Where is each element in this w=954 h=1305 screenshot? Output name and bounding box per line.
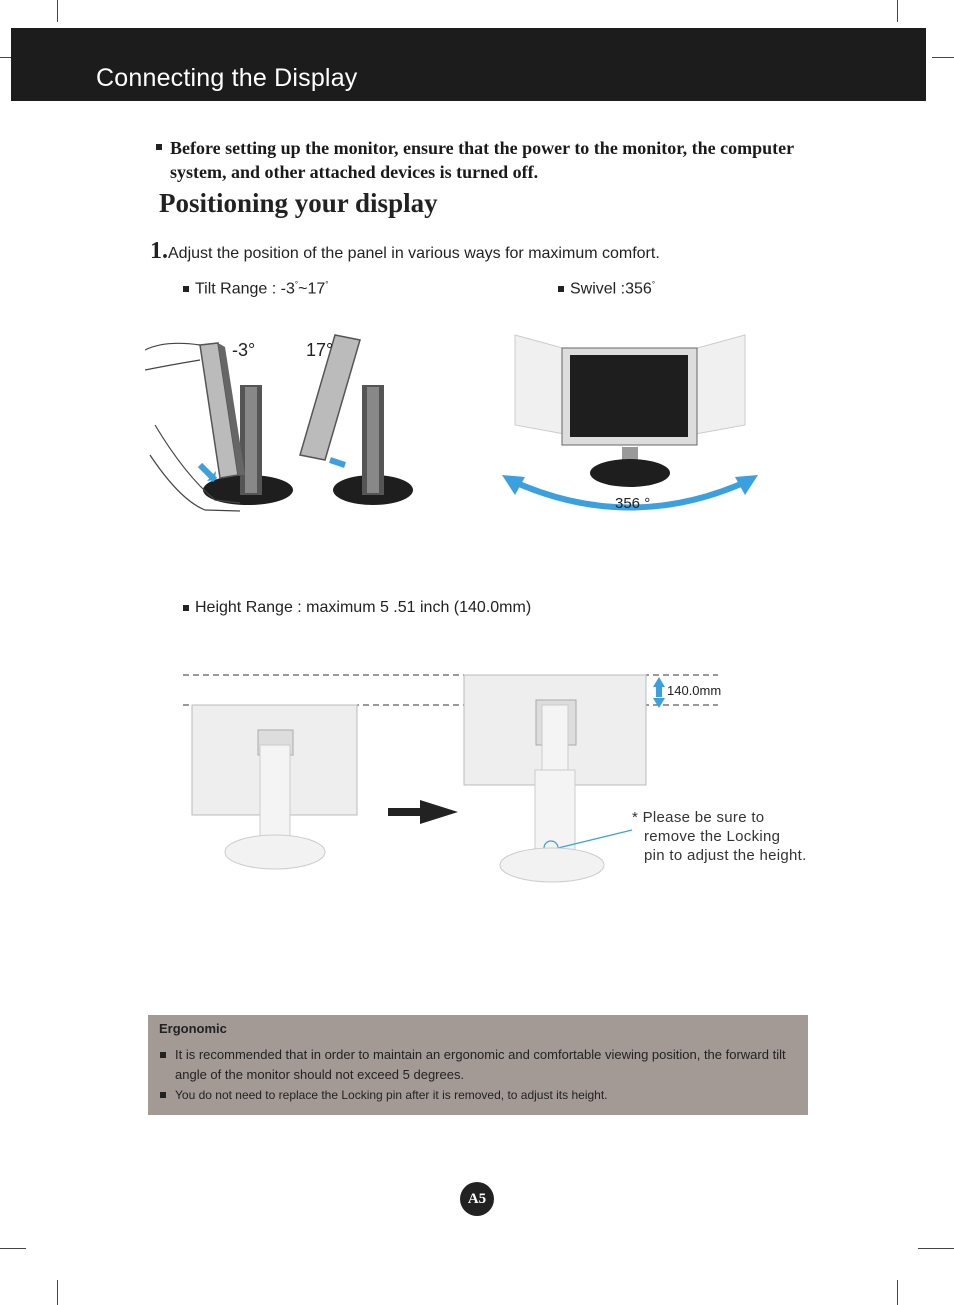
bullet-icon xyxy=(156,144,162,150)
tilt-range-label: Tilt Range : -3 xyxy=(195,280,295,298)
step-1: 1.Adjust the position of the panel in va… xyxy=(150,238,660,265)
arrow-icon xyxy=(502,475,525,495)
arrow-icon xyxy=(735,475,758,495)
bullet-icon xyxy=(160,1052,166,1058)
crop-mark xyxy=(897,0,898,22)
stand-base xyxy=(590,459,670,487)
height-range-label: Height Range : maximum 5 .51 inch (140.0… xyxy=(195,599,532,616)
ghost-panel-right xyxy=(689,334,746,436)
locking-pin-note: * Please be sure to remove the Locking p… xyxy=(632,809,807,864)
step-number: 1. xyxy=(150,238,168,264)
header-bar xyxy=(11,28,926,101)
tilt-right-label: 17° xyxy=(306,340,334,360)
stand-base xyxy=(499,847,605,883)
height-measure-label: 140.0mm xyxy=(667,683,722,698)
swivel-illustration xyxy=(502,334,758,511)
stand-neck xyxy=(259,744,291,851)
height-illustration xyxy=(183,674,718,883)
crop-mark xyxy=(0,1248,26,1249)
crop-mark xyxy=(918,1248,954,1249)
height-range: Height Range : maximum 5 .51 inch (140.0… xyxy=(183,599,531,617)
measure-arrow-icon xyxy=(653,698,665,708)
bullet-icon xyxy=(183,286,189,293)
swivel-label: 356 ° xyxy=(615,495,651,512)
ergonomic-title: Ergonomic xyxy=(159,1021,227,1036)
arrow-icon xyxy=(420,800,458,824)
step-text: Adjust the position of the panel in vari… xyxy=(168,245,660,262)
bullet-icon xyxy=(183,604,189,611)
page-number: A5 xyxy=(460,1182,494,1216)
tilt-range: Tilt Range : -3°~17° xyxy=(183,280,328,298)
bullet-icon xyxy=(160,1092,166,1098)
crop-mark xyxy=(57,0,58,22)
tilt-left-label: -3° xyxy=(232,340,256,360)
swivel-range-label: Swivel :356 xyxy=(570,280,652,298)
monitor-screen xyxy=(570,355,688,437)
power-warning: Before setting up the monitor, ensure th… xyxy=(150,136,830,184)
bullet-icon xyxy=(558,286,564,293)
crop-mark xyxy=(932,57,954,58)
section-title: Positioning your display xyxy=(159,188,438,218)
ergonomic-item: You do not need to replace the Locking p… xyxy=(160,1085,800,1105)
ergonomic-item: It is recommended that in order to maint… xyxy=(160,1045,800,1085)
stand-base xyxy=(224,834,326,870)
crop-mark xyxy=(897,1280,898,1305)
tilt-range-mid: ~17 xyxy=(298,280,326,298)
page-title: Connecting the Display xyxy=(96,64,358,92)
tilt-illustration xyxy=(145,334,413,512)
swivel-range: Swivel :356° xyxy=(558,280,655,298)
crop-mark xyxy=(57,1280,58,1305)
arrow-icon xyxy=(329,457,346,468)
ergonomic-note-box xyxy=(148,1015,808,1115)
power-warning-text: Before setting up the monitor, ensure th… xyxy=(170,138,794,182)
swivel-arc xyxy=(508,477,752,511)
monitor-panel xyxy=(299,334,361,461)
